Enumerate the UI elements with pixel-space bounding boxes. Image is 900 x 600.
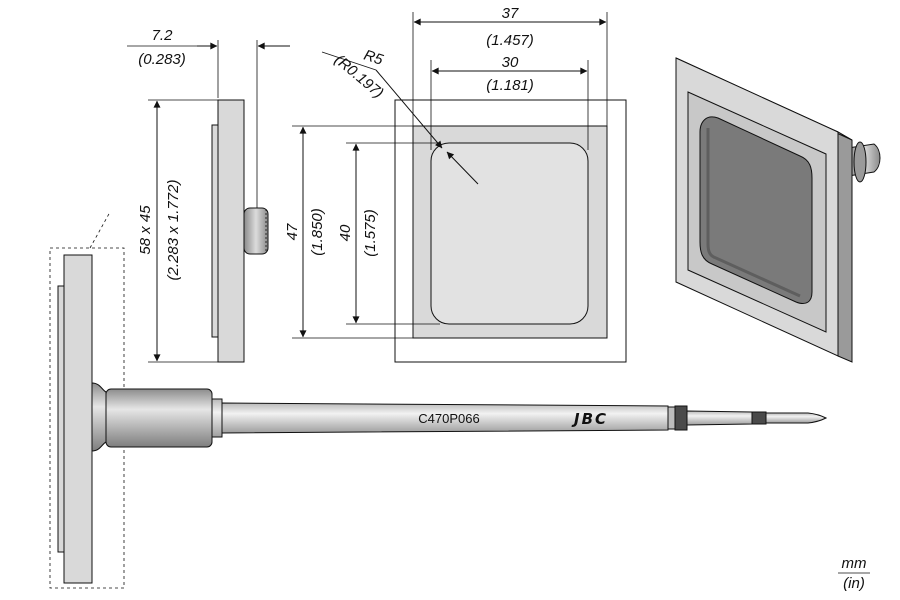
tip-neck [91, 382, 107, 452]
isometric-view [675, 57, 881, 363]
outer-width-in-label: (1.457) [486, 32, 534, 49]
outer-width-mm-label: 37 [502, 5, 519, 22]
tip-probe [686, 410, 753, 426]
tip-plate-lip [57, 285, 65, 553]
tip-assembly: C470P066 JBC [49, 211, 828, 589]
inner-height-dimension: 40 (1.575) [337, 142, 440, 325]
inner-window [430, 142, 589, 325]
outer-height-dimension: 47 (1.850) [284, 125, 413, 339]
outer-height-in-label: (1.850) [309, 208, 326, 256]
tip-collar [211, 398, 223, 438]
inner-width-mm-label: 30 [502, 54, 519, 71]
thickness-dimension: 7.2 (0.283) [127, 27, 290, 208]
outer-height-mm-label: 47 [284, 223, 301, 240]
detail-box [49, 247, 125, 589]
thickness-in-label: (0.283) [138, 51, 186, 68]
inner-height-mm-label: 40 [337, 224, 354, 241]
units-legend: mm (in) [838, 555, 870, 592]
iso-window [699, 116, 813, 305]
thickness-mm-label: 7.2 [152, 27, 174, 44]
brand-logo: JBC [571, 410, 608, 428]
body-size-in-label: (2.283 x 1.772) [165, 180, 182, 281]
front-view [394, 99, 627, 363]
tip-plate [63, 254, 93, 584]
radius-mm-label: R5 [362, 47, 386, 69]
units-in-label: (in) [843, 575, 865, 592]
outer-frame [394, 99, 627, 363]
neck-stub [243, 207, 269, 255]
inner-width-dimension: 30 (1.181) [430, 54, 589, 150]
tip-sleeve [105, 388, 213, 448]
tip-shaft [221, 402, 669, 434]
units-mm-label: mm [842, 555, 867, 572]
plate-side [217, 99, 245, 363]
outer-width-dimension: 37 (1.457) [412, 5, 608, 126]
tip-point [765, 412, 828, 424]
part-number-label: C470P066 [418, 411, 479, 426]
body-size-dimension: 58 x 45 (2.283 x 1.772) [137, 99, 218, 363]
inner-height-in-label: (1.575) [362, 209, 379, 257]
side-view [211, 99, 269, 363]
inner-width-in-label: (1.181) [486, 77, 534, 94]
plate-lip [211, 124, 219, 338]
tip-band [674, 405, 688, 431]
body-size-mm-label: 58 x 45 [137, 205, 154, 255]
iso-plate-edge [837, 131, 853, 363]
